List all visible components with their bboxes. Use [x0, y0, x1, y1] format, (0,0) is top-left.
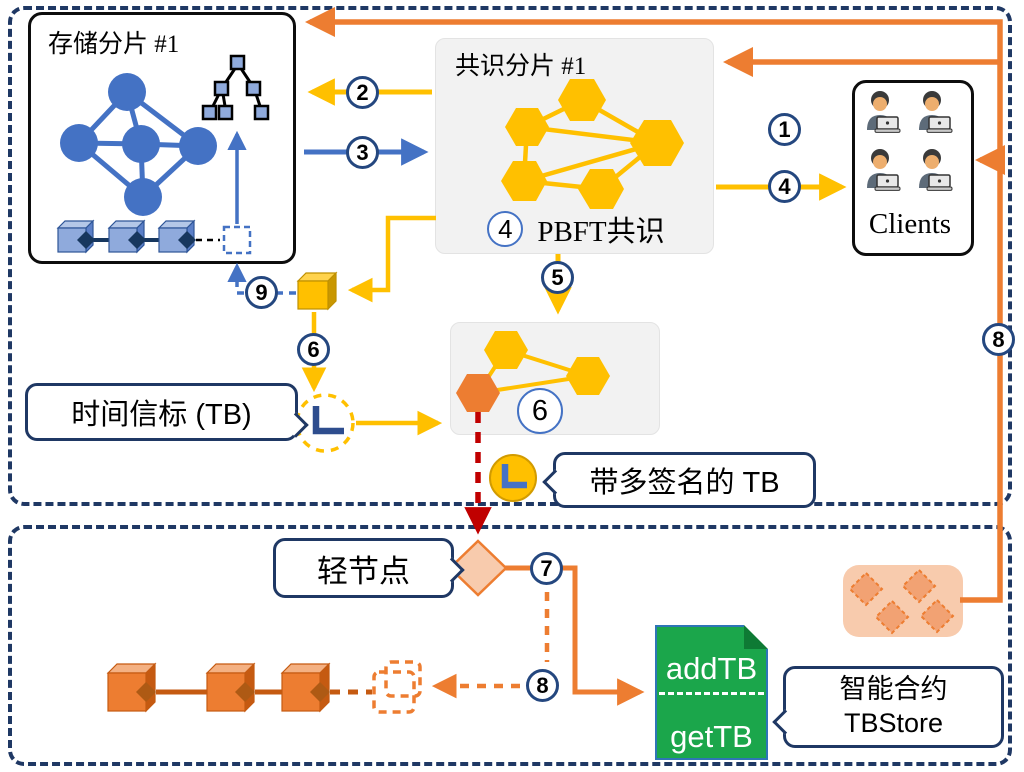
consensus-shard-title: 共识分片 #1	[455, 53, 587, 80]
addtb-label: addTB	[665, 651, 758, 686]
step-6-badge: 6	[297, 333, 330, 366]
step-8-bottom-badge: 8	[526, 669, 559, 702]
clients-label: Clients	[868, 208, 952, 240]
storage-shard-title: 存储分片 #1	[48, 31, 180, 58]
pbft-label: PBFT共识	[537, 216, 665, 248]
smart-contract-line1: 智能合约	[839, 674, 948, 705]
step-8-right-badge: 8	[982, 323, 1015, 356]
step-1-badge: 1	[768, 113, 801, 146]
smart-contract-callout: 智能合约 TBStore	[772, 666, 1004, 748]
light-node-text: 轻节点	[317, 553, 410, 589]
contract-divider	[659, 692, 764, 695]
gettb-label: getTB	[670, 719, 753, 754]
step-9-badge: 9	[245, 276, 278, 309]
step-5-badge: 5	[541, 261, 574, 294]
smart-contract-line2: TBStore	[843, 708, 944, 738]
pbft-caption: 4 PBFT共识	[448, 208, 704, 250]
tb-pool-box	[843, 565, 963, 637]
time-beacon-callout: 时间信标 (TB)	[25, 383, 309, 441]
pbft-step-badge: 4	[487, 211, 524, 247]
time-beacon-text: 时间信标 (TB)	[71, 399, 252, 431]
step-7-badge: 7	[530, 552, 563, 585]
step-2-badge: 2	[346, 76, 379, 109]
step-4-badge: 4	[768, 170, 801, 203]
light-node-callout: 轻节点	[273, 538, 465, 598]
multisig-tb-text: 带多签名的 TB	[589, 467, 780, 499]
committee-step-badge: 6	[517, 388, 563, 434]
multisig-tb-callout: 带多签名的 TB	[542, 452, 816, 508]
step-3-badge: 3	[346, 136, 379, 169]
smart-contract-box: addTB getTB	[655, 625, 768, 760]
